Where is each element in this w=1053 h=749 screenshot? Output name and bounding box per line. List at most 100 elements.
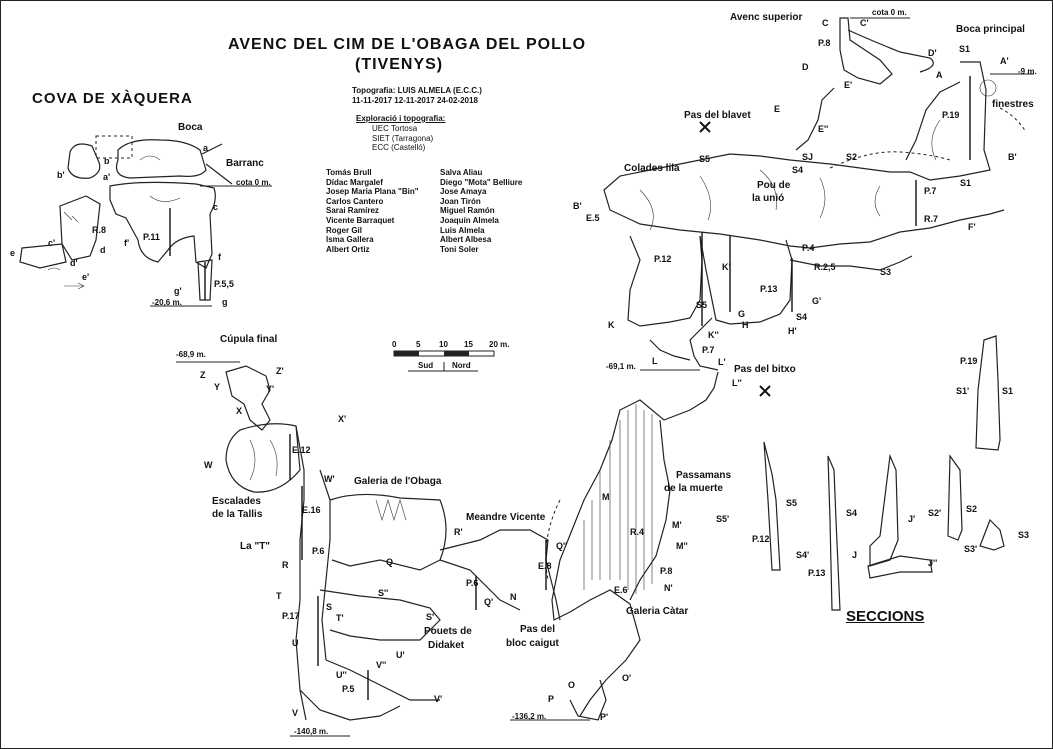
survey-point: W — [204, 460, 213, 470]
station-tag: S2 — [846, 152, 858, 162]
survey-point: Z — [200, 370, 206, 380]
survey-point: K — [608, 320, 615, 330]
cova-point: b' — [57, 170, 65, 180]
person: Miguel Ramón — [440, 206, 495, 216]
section-label: S3' — [964, 544, 978, 554]
place-label: de la Tallis — [212, 509, 263, 520]
place-label: La "T" — [240, 541, 271, 552]
place-label: Pas del bitxo — [734, 364, 796, 375]
topografia-line1: Topografia: LUIS ALMELA (E.C.C.) — [352, 86, 482, 95]
pitch-tag: E.8 — [538, 561, 552, 571]
survey-point: N — [510, 592, 517, 602]
person: Dídac Margalef — [326, 177, 383, 187]
station-tag: S3 — [880, 267, 892, 277]
place-label: la unió — [752, 193, 785, 204]
person: Josep Maria Plana "Bin" — [326, 187, 419, 197]
place-label: Galeria de l'Obaga — [354, 476, 442, 487]
survey-point: V' — [434, 694, 443, 704]
level-label: -69,1 m. — [606, 362, 636, 371]
place-label: Pou de — [757, 180, 791, 191]
survey-point: A — [936, 70, 943, 80]
scale-tick: 5 — [416, 340, 421, 349]
person: Albert Ortiz — [326, 244, 370, 254]
place-label: Pas del — [520, 624, 556, 635]
exploracio-groups: UEC Tortosa SIET (Tarragona) ECC (Castel… — [372, 124, 433, 153]
pitch-tag: R.4 — [630, 527, 645, 537]
survey-point: U — [292, 638, 299, 648]
scale-nord: Nord — [452, 361, 471, 370]
survey-point: F' — [968, 222, 976, 232]
survey-point: O' — [622, 673, 632, 683]
station-tag: S1 — [959, 44, 971, 54]
level-label: -136,2 m. — [512, 712, 547, 721]
survey-point: B' — [573, 201, 582, 211]
crossed-hammers-icon — [699, 121, 771, 397]
section-label: S2' — [928, 508, 942, 518]
level-label: cota 0 m. — [236, 178, 271, 187]
station-tag: S4 — [796, 312, 808, 322]
pitch-tag: P.7 — [702, 345, 715, 355]
survey-point: P — [548, 694, 555, 704]
person: Luis Almela — [440, 225, 485, 235]
survey-point: A' — [1000, 56, 1009, 66]
cova-label: P.11 — [143, 232, 160, 242]
sections-drawings — [763, 335, 1005, 611]
map-title: AVENC DEL CIM DE L'OBAGA DEL POLLO — [228, 36, 587, 53]
survey-point: H' — [788, 326, 797, 336]
survey-point: U' — [396, 650, 405, 660]
survey-point: Y' — [266, 384, 275, 394]
place-label: Colades lila — [624, 163, 680, 174]
level-label: -20,6 m. — [152, 298, 182, 307]
survey-point: S' — [426, 612, 435, 622]
place-label: Passamans — [676, 470, 732, 481]
scale-tick: 15 — [464, 340, 473, 349]
group-item: SIET (Tarragona) — [372, 133, 434, 143]
seccions-title: SECCIONS — [846, 608, 925, 625]
person: Jose Amaya — [440, 187, 487, 197]
station-tag: S5 — [699, 154, 711, 164]
cova-point: f' — [124, 238, 130, 248]
survey-point: Y — [214, 382, 221, 392]
pitch-tag: P.13 — [760, 284, 778, 294]
person: Albert Albesa — [440, 235, 492, 245]
cova-point: e' — [82, 272, 90, 282]
survey-point: Q — [386, 557, 394, 567]
cova-label: P.5,5 — [214, 279, 234, 289]
cova-point: d — [100, 245, 106, 255]
scale-tick: 10 — [439, 340, 448, 349]
pitch-tag: R.2,5 — [814, 262, 836, 272]
survey-point: E' — [844, 80, 853, 90]
cova-title: COVA DE XÀQUERA — [32, 90, 193, 107]
level-label: cota 0 m. — [872, 8, 907, 17]
level-label: -9 m. — [1018, 67, 1037, 76]
survey-point: V'' — [376, 660, 387, 670]
person: Carlos Cantero — [326, 196, 384, 206]
survey-point: S — [326, 602, 333, 612]
pitch-tag: P.6 — [466, 578, 479, 588]
person: Roger Gil — [326, 225, 363, 235]
survey-point: T' — [336, 613, 344, 623]
person: Salva Aliau — [440, 168, 483, 177]
section-label: P.19 — [960, 356, 978, 366]
group-item: ECC (Castelló) — [372, 143, 426, 153]
place-label: Pas del blavet — [684, 110, 751, 121]
people-col1: Tomás Brull Dídac Margalef Josep Maria P… — [326, 168, 419, 254]
person: Toni Soler — [440, 244, 479, 254]
survey-point: H — [742, 320, 749, 330]
level-label: -68,9 m. — [176, 350, 206, 359]
place-label: finestres — [992, 99, 1034, 110]
pitch-tag: P.5 — [342, 684, 355, 694]
cova-point: a' — [103, 172, 111, 182]
person: Tomás Brull — [326, 168, 372, 177]
survey-point: C' — [860, 18, 869, 28]
station-tag: S4 — [792, 165, 804, 175]
place-label: Boca principal — [956, 24, 1025, 35]
cova-point: f — [218, 252, 221, 262]
section-label: S5 — [786, 498, 798, 508]
place-label: Cúpula final — [220, 334, 278, 345]
person: Sarai Ramírez — [326, 206, 379, 216]
cova-point: a — [203, 143, 209, 153]
survey-point: G' — [812, 296, 822, 306]
section-label: J'' — [928, 558, 938, 568]
